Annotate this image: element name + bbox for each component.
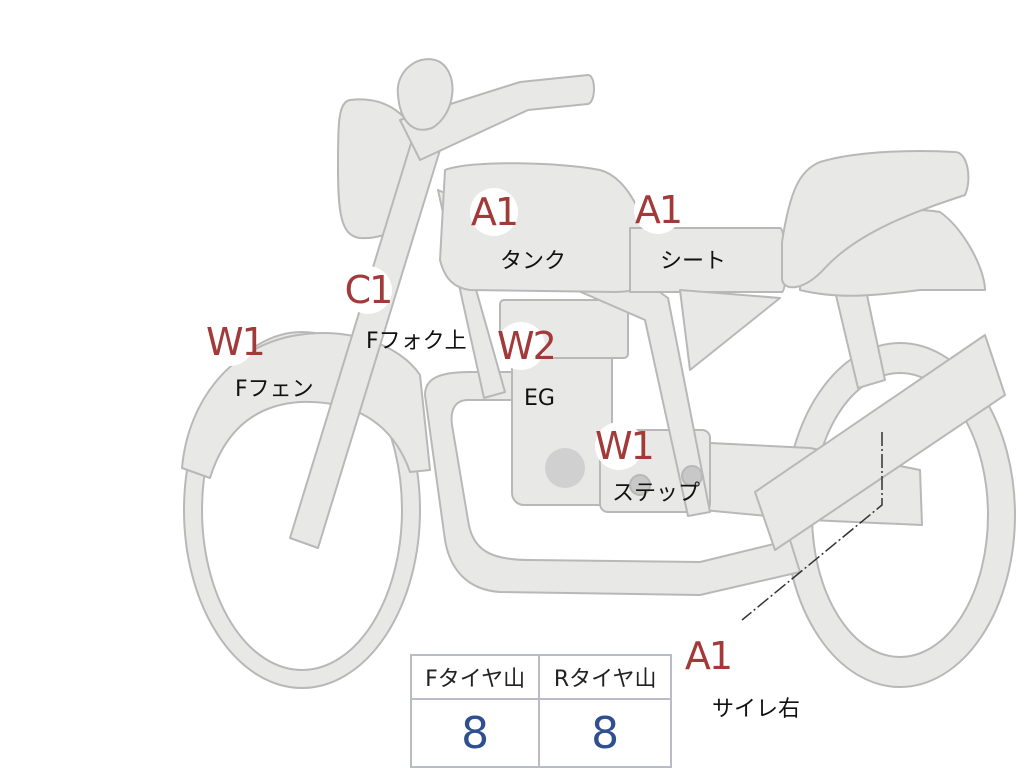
front-tire-header: Fタイヤ山 bbox=[409, 654, 541, 700]
rear-tire-value: 8 bbox=[538, 698, 672, 768]
marker-muffler-right: A1 bbox=[684, 632, 733, 680]
label-engine: EG bbox=[524, 386, 555, 411]
label-tank: タンク bbox=[500, 249, 567, 274]
step-peg-2 bbox=[681, 465, 703, 487]
rear-tire-header: Rタイヤ山 bbox=[538, 654, 672, 700]
marker-engine: W2 bbox=[497, 322, 557, 370]
marker-step: W1 bbox=[595, 422, 655, 470]
marker-seat: A1 bbox=[634, 186, 683, 234]
exhaust-pipe bbox=[424, 371, 801, 596]
muffler bbox=[754, 334, 1006, 551]
leader-line bbox=[741, 432, 883, 621]
tire-tread-table: Fタイヤ山 Rタイヤ山 8 8 bbox=[409, 654, 672, 768]
label-seat: シート bbox=[660, 249, 727, 274]
engine-disc bbox=[545, 448, 585, 488]
front-tire-value: 8 bbox=[409, 698, 541, 768]
label-muffler-right: サイレ右 bbox=[712, 697, 801, 722]
label-front-fender: Fフェン bbox=[235, 377, 314, 402]
step-peg-1 bbox=[629, 474, 651, 496]
handlebar bbox=[399, 74, 595, 161]
rear-cowl bbox=[781, 150, 970, 289]
side-cover bbox=[679, 289, 781, 371]
mirror bbox=[396, 58, 454, 131]
marker-tank: A1 bbox=[470, 188, 519, 236]
label-fork-upper: Fフォク上 bbox=[366, 329, 467, 354]
marker-fork-upper: C1 bbox=[344, 266, 393, 314]
marker-front-fender: W1 bbox=[206, 318, 266, 366]
label-step: ステップ bbox=[612, 481, 701, 506]
